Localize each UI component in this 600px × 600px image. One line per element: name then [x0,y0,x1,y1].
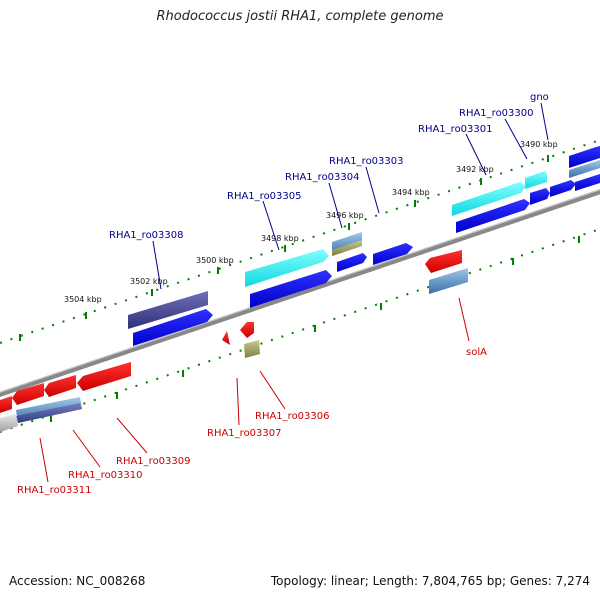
scale-tick-3502: 3502 kbp [130,277,168,286]
reverse-gene-arrow[interactable] [77,362,131,391]
topology-text: Topology: linear; Length: 7,804,765 bp; … [270,574,590,588]
reverse-gene-arrow[interactable] [240,322,254,338]
reverse-gene-arrow[interactable] [12,383,44,405]
forward-gene-arrow[interactable] [456,199,530,233]
scale-tick-3498: 3498 kbp [261,234,299,243]
gene-label-ro03300[interactable]: RHA1_ro03300 [459,108,534,119]
gene-label-ro03309[interactable]: RHA1_ro03309 [116,456,191,467]
gene-label-ro03301[interactable]: RHA1_ro03301 [418,124,493,135]
gene-label-ro03303[interactable]: RHA1_ro03303 [329,156,404,167]
reverse-gene-arrow[interactable] [0,396,12,413]
forward-gene-arrow[interactable] [250,270,332,308]
upper-major-ticks [19,155,549,341]
gene-label-ro03304[interactable]: RHA1_ro03304 [285,172,360,183]
forward-gene-feature[interactable] [332,232,362,256]
gene-label-ro03311[interactable]: RHA1_ro03311 [17,485,92,496]
forward-gene-feature[interactable] [452,182,526,216]
forward-gene-arrow[interactable] [530,188,550,205]
forward-gene-feature[interactable] [525,171,547,189]
gene-label-ro03307[interactable]: RHA1_ro03307 [207,428,282,439]
backbone-line [0,189,600,397]
scale-tick-3504: 3504 kbp [64,295,102,304]
map-title: Rhodococcus jostii RHA1, complete genome [156,9,444,24]
gene-label-ro03310[interactable]: RHA1_ro03310 [68,470,143,481]
forward-gene-feature[interactable] [128,291,208,329]
scale-tick-3494: 3494 kbp [392,188,430,197]
scale-tick-3500: 3500 kbp [196,256,234,265]
reverse-gene-arrow[interactable] [425,250,462,273]
gene-label-ro03305[interactable]: RHA1_ro03305 [227,191,302,202]
accession-text: Accession: NC_008268 [9,574,146,588]
reverse-gene-arrow[interactable] [222,331,230,345]
forward-gene-arrow[interactable] [337,253,367,272]
forward-gene-arrow[interactable] [569,146,600,168]
gene-label-ro03306[interactable]: RHA1_ro03306 [255,411,330,422]
upper-scale-line [0,139,600,344]
scale-tick-3492: 3492 kbp [456,165,494,174]
forward-gene-arrow[interactable] [550,180,576,197]
gene-label-gno[interactable]: gno [530,92,549,103]
scale-tick-3490: 3490 kbp [520,140,558,149]
reverse-gene-feature[interactable] [429,268,468,294]
forward-gene-feature[interactable] [245,249,329,287]
gene-label-ro03308[interactable]: RHA1_ro03308 [109,230,184,241]
reverse-gene-feature[interactable] [16,397,82,423]
forward-label-leaders [152,102,549,290]
forward-gene-feature[interactable] [569,160,600,178]
reverse-gene-feature[interactable] [244,340,260,358]
forward-gene-arrow[interactable] [373,243,413,265]
reverse-label-leaders [39,297,470,483]
forward-gene-arrow[interactable] [575,174,600,191]
reverse-gene-arrow[interactable] [44,375,76,397]
gene-label-solA[interactable]: solA [466,347,487,358]
forward-gene-arrow[interactable] [133,309,213,346]
scale-tick-3496: 3496 kbp [326,211,364,220]
reverse-gene-feature[interactable] [0,414,18,432]
